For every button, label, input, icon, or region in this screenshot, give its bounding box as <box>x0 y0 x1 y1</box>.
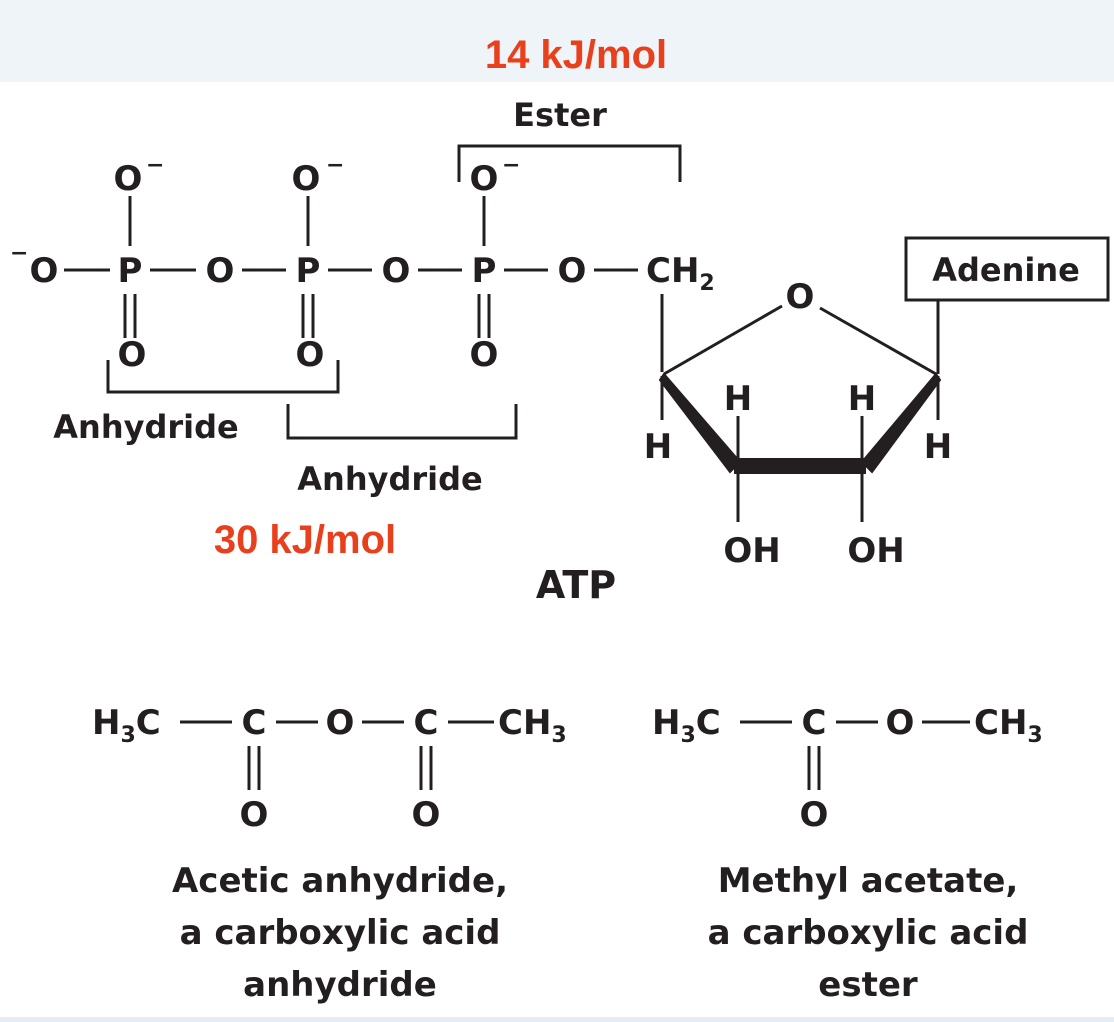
anhydride-bracket-1 <box>106 360 340 394</box>
oh-c3: OH <box>723 531 780 571</box>
aa-h3c: H3C <box>92 703 161 748</box>
h-c4: H <box>644 427 672 467</box>
atp-title: ATP <box>536 563 616 607</box>
aa-bridge-o: O <box>326 703 355 743</box>
ma-caption-line-1: Methyl acetate, <box>718 861 1019 901</box>
phosphorus-alpha-1: P <box>118 251 143 291</box>
charge-p3: − <box>502 153 520 178</box>
bridge-oxygen-2: O <box>382 251 411 291</box>
oxygen-p3-bottom: O <box>470 335 499 375</box>
ester-oxygen: O <box>558 251 587 291</box>
oh-c2: OH <box>847 531 904 571</box>
bridge-oxygen-1: O <box>206 251 235 291</box>
ma-ester-o: O <box>886 703 915 743</box>
terminal-charge: − <box>10 241 28 266</box>
ring-oxygen: O <box>786 277 815 317</box>
charge-p2: − <box>326 153 344 178</box>
aa-caption-line-2: a carboxylic acid <box>180 913 501 953</box>
ma-carbonyl-o: O <box>800 795 829 835</box>
ma-caption-line-3: ester <box>818 965 918 1005</box>
oxygen-p1-bottom: O <box>118 335 147 375</box>
aa-carbonyl-c-2: C <box>414 703 439 743</box>
oxygen-p2-bottom: O <box>296 335 325 375</box>
ester-bracket <box>457 144 682 182</box>
oxygen-p1-top: O <box>114 159 143 199</box>
phosphorus-3: P <box>472 251 497 291</box>
adenine-box <box>904 236 1110 302</box>
h-c1: H <box>924 427 952 467</box>
aa-carbonyl-o-2: O <box>412 795 441 835</box>
ribose-ring: O H H H H OH OH <box>644 277 952 571</box>
ester-label: Ester <box>513 96 607 134</box>
energy-bottom-label: 30 kJ/mol <box>214 518 396 562</box>
aa-ch3: CH3 <box>498 703 567 748</box>
anhydride-label-2: Anhydride <box>297 460 482 498</box>
ma-carbonyl-c: C <box>802 703 827 743</box>
terminal-oxygen: O <box>30 251 59 291</box>
energy-top-label: 14 kJ/mol <box>485 33 667 77</box>
aa-carbonyl-o-1: O <box>240 795 269 835</box>
charge-p1: − <box>146 153 164 178</box>
ring-bottom-bond <box>734 458 866 474</box>
aa-carbonyl-c-1: C <box>242 703 267 743</box>
ch2-group: CH2 <box>646 251 715 296</box>
anhydride-label-1: Anhydride <box>53 408 238 446</box>
bottom-band <box>0 1017 1114 1022</box>
ma-ch3: CH3 <box>974 703 1043 748</box>
aa-caption-line-1: Acetic anhydride, <box>172 861 508 901</box>
anhydride-bracket-2 <box>286 404 518 440</box>
ma-h3c: H3C <box>652 703 721 748</box>
h-c2: H <box>848 379 876 419</box>
oxygen-p3-top: O <box>470 159 499 199</box>
top-band <box>0 0 1114 82</box>
aa-caption-line-3: anhydride <box>243 965 437 1005</box>
methyl-acetate-structure: H3C C O O CH3 <box>652 703 1043 835</box>
phosphorus-2: P <box>296 251 321 291</box>
adenine-label: Adenine <box>932 251 1080 289</box>
phosphate-chain: − O P O − O O P O − O O P O − O <box>10 153 715 375</box>
acetic-anhydride-structure: H3C C O O C O CH3 <box>92 703 567 835</box>
h-c3: H <box>724 379 752 419</box>
ma-caption-line-2: a carboxylic acid <box>708 913 1029 953</box>
oxygen-p2-top: O <box>292 159 321 199</box>
